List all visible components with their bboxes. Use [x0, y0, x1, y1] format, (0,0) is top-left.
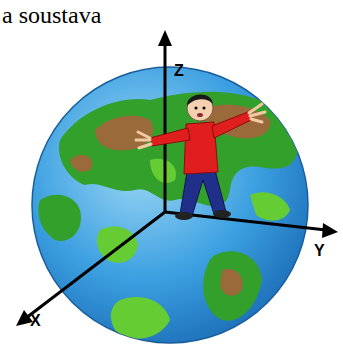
globe	[32, 67, 308, 343]
continents	[38, 92, 298, 339]
axis-label: Y	[314, 242, 325, 260]
axis-label: Z	[174, 62, 184, 80]
man-figure	[136, 94, 265, 220]
diagram-title-fragment: a soustava	[2, 2, 101, 28]
coordinate-axes	[16, 30, 338, 326]
axis-label: X	[30, 312, 41, 330]
